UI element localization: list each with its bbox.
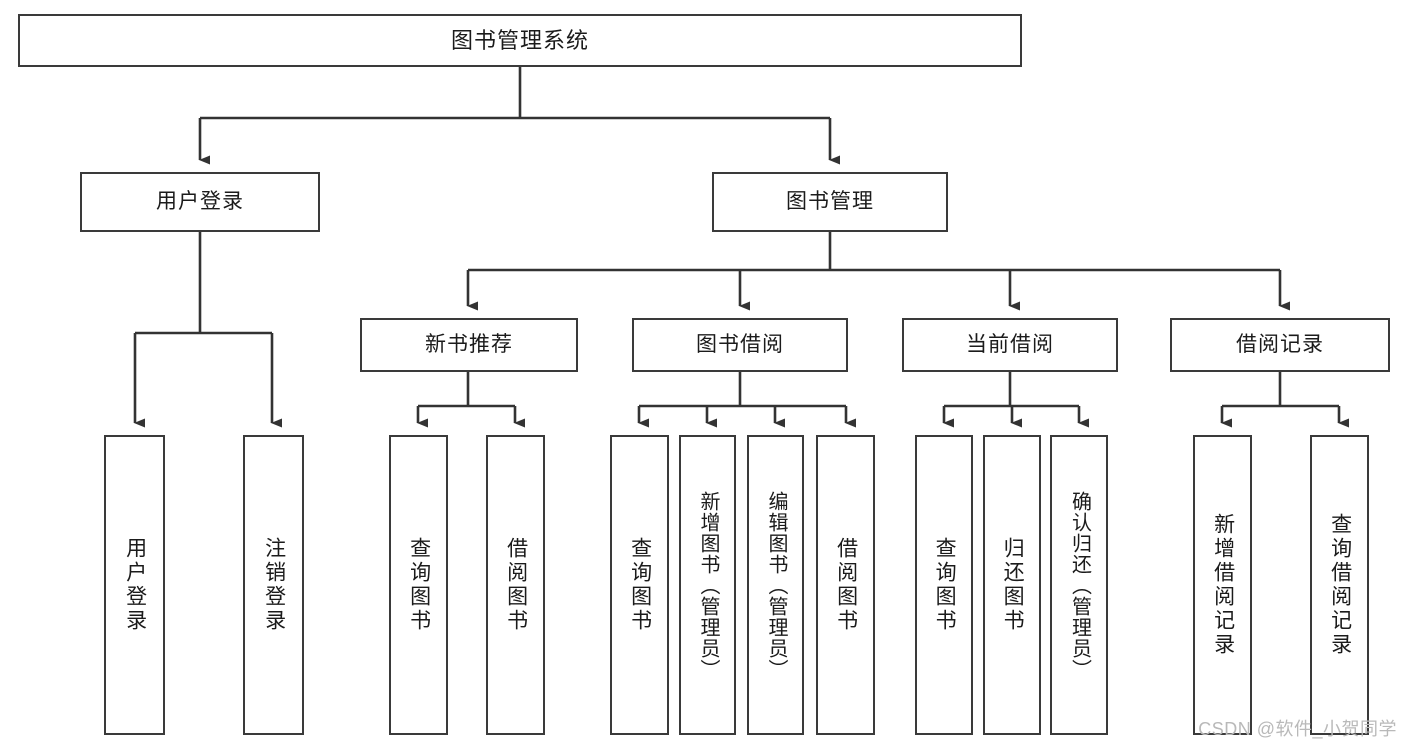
leaf-borrow-book-recommend[interactable]: 借阅图书 (486, 435, 545, 735)
node-borrow-record[interactable]: 借阅记录 (1170, 318, 1390, 372)
leaf-return-book[interactable]: 归还图书 (983, 435, 1041, 735)
node-current-borrow[interactable]: 当前借阅 (902, 318, 1118, 372)
leaf-confirm-return-admin[interactable]: 确认归还（管理员） (1050, 435, 1108, 735)
node-root-system[interactable]: 图书管理系统 (18, 14, 1022, 67)
leaf-user-login[interactable]: 用户登录 (104, 435, 165, 735)
watermark: CSDN @软件_小贺同学 (1198, 719, 1397, 739)
node-user-login[interactable]: 用户登录 (80, 172, 320, 232)
leaf-query-book-current[interactable]: 查询图书 (915, 435, 973, 735)
leaf-borrow-book[interactable]: 借阅图书 (816, 435, 875, 735)
leaf-query-book-recommend[interactable]: 查询图书 (389, 435, 448, 735)
node-book-management[interactable]: 图书管理 (712, 172, 948, 232)
leaf-query-borrow-record[interactable]: 查询借阅记录 (1310, 435, 1369, 735)
node-new-book-recommend[interactable]: 新书推荐 (360, 318, 578, 372)
leaf-edit-book-admin[interactable]: 编辑图书（管理员） (747, 435, 804, 735)
node-book-borrow[interactable]: 图书借阅 (632, 318, 848, 372)
leaf-logout[interactable]: 注销登录 (243, 435, 304, 735)
leaf-query-book-borrow[interactable]: 查询图书 (610, 435, 669, 735)
leaf-add-book-admin[interactable]: 新增图书（管理员） (679, 435, 736, 735)
leaf-add-borrow-record[interactable]: 新增借阅记录 (1193, 435, 1252, 735)
